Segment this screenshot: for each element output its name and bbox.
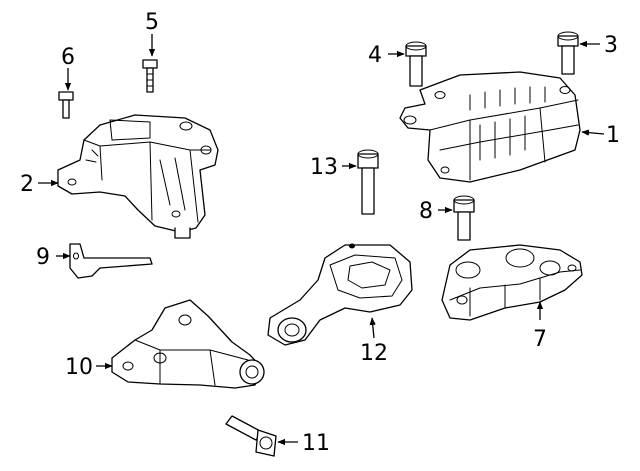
part-7-plate-mount [441,244,583,321]
callout-2: 2 [20,172,34,197]
part-8-bolt [453,195,475,241]
callout-3: 3 [604,33,618,58]
leader-12 [369,317,376,339]
callout-4: 4 [368,43,382,68]
callout-10: 10 [65,355,93,380]
leader-lines [38,34,605,446]
callout-7: 7 [533,327,547,352]
part-9-small-bracket [69,243,153,279]
part-4-bolt [405,41,427,87]
part-10-lower-bracket [111,299,265,389]
part-13-bolt [357,149,379,215]
callout-8: 8 [419,199,433,224]
part-3-bolt [557,31,579,75]
part-1-transmission-mount [399,71,581,183]
leader-1 [581,129,605,136]
part-6-bolt [58,91,74,119]
callout-12: 12 [360,341,388,366]
callout-5: 5 [145,10,159,35]
callout-9: 9 [36,245,50,270]
part-5-bolt [142,59,158,93]
callout-labels: 1 2 3 4 5 6 7 8 9 10 11 12 13 [20,10,620,456]
callout-13: 13 [310,155,338,180]
part-12-torque-rod [267,243,413,346]
callout-11: 11 [302,431,330,456]
part-11-bolt [225,415,277,457]
part-2-mount-bracket [57,114,219,239]
callout-6: 6 [61,45,75,70]
callout-1: 1 [606,123,620,148]
